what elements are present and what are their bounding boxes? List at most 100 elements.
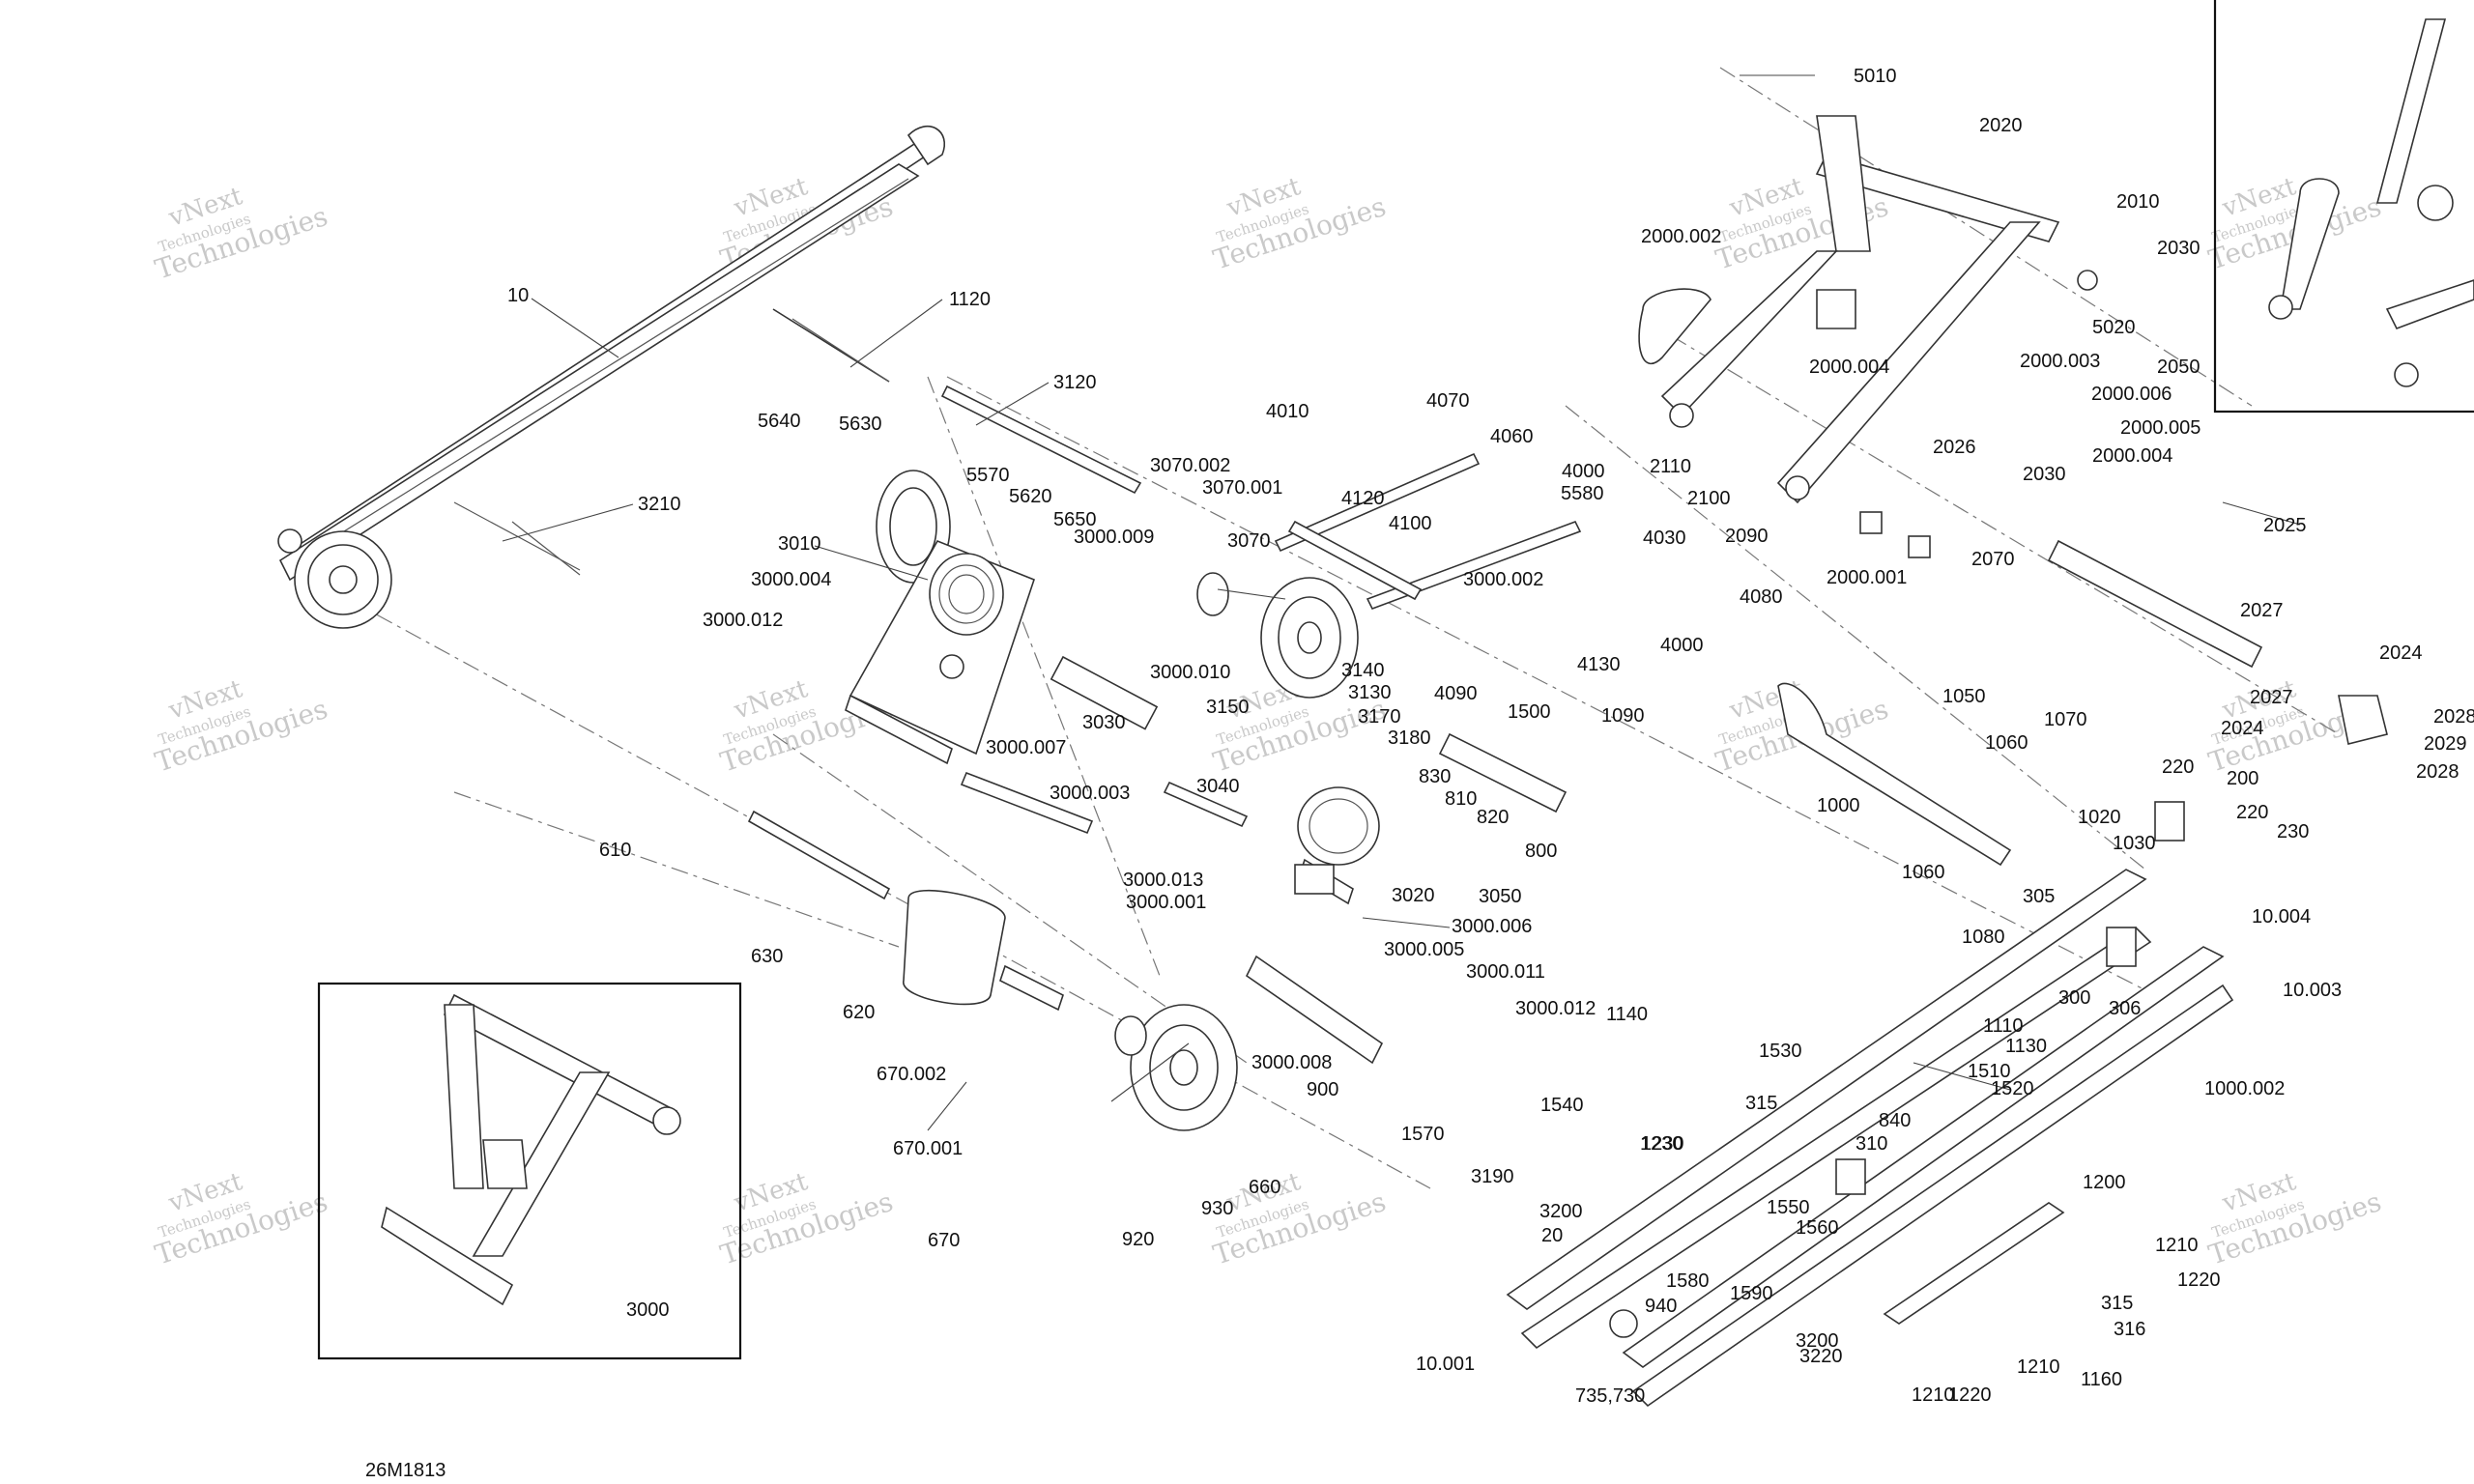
callout-label: 2028 [2433, 706, 2474, 728]
callout-label: 2000.003 [2020, 351, 2100, 372]
watermark: vNext Technologies Technologies [151, 182, 331, 286]
callout-label: 630 [751, 946, 783, 967]
callout-label: 2000.005 [2120, 417, 2201, 439]
wheels [876, 470, 1359, 1131]
callout-label: 1130 [2005, 1036, 2047, 1057]
watermark: vNext Technologies Technologies [716, 172, 896, 276]
callout-label: 670.002 [877, 1064, 946, 1085]
callout-label: 1140 [1606, 1004, 1648, 1025]
callout-label: 2090 [1725, 526, 1769, 547]
callout-label: 3050 [1479, 886, 1522, 907]
watermark: vNext Technologies Technologies [151, 1167, 331, 1271]
callout-label: 2100 [1687, 488, 1731, 509]
callout-label: 4000 [1562, 461, 1605, 482]
callout-label: 1000 [1817, 795, 1860, 816]
callout-label: 900 [1307, 1079, 1338, 1100]
callout-label: 3070 [1227, 530, 1271, 552]
callout-label: 3000.006 [1452, 916, 1532, 937]
callout-label: 1550 [1767, 1197, 1810, 1218]
callout-label: 315 [2101, 1293, 2133, 1314]
callout-label: 4080 [1740, 586, 1783, 608]
callout-label: 3000.007 [986, 737, 1066, 758]
callout-label: 220 [2236, 802, 2268, 823]
callout-label: 1220 [2177, 1270, 2221, 1291]
callout-label: 3210 [638, 494, 681, 515]
watermark: vNext Technologies Technologies [151, 674, 331, 779]
rear-frame-assembly [1638, 115, 2098, 504]
callout-label: 4090 [1434, 683, 1478, 704]
callout-label: 3000.009 [1074, 527, 1154, 548]
callout-label: 315 [1745, 1093, 1777, 1114]
callout-label: 3000.004 [751, 569, 831, 590]
callout-label: 3020 [1392, 885, 1435, 906]
callout-label: 1530 [1759, 1041, 1802, 1062]
callout-label: 2024 [2379, 642, 2423, 664]
callout-label: 1060 [1985, 732, 2028, 754]
callout-label: 3150 [1206, 697, 1250, 718]
callout-label: 3070.002 [1150, 455, 1230, 476]
callout-label: 3040 [1196, 776, 1240, 797]
callout-labels: 10 1120 3120 3210 3010 3000.004 3000.012… [507, 66, 2474, 1407]
callout-label: 3000.010 [1150, 662, 1230, 683]
callout-label: 4120 [1341, 488, 1385, 509]
callout-label: 1580 [1666, 1270, 1710, 1292]
callout-label: 810 [1445, 788, 1477, 810]
callout-label: 200 [2227, 768, 2258, 789]
callout-label: 2024 [2221, 718, 2264, 739]
callout-label: 610 [599, 840, 631, 861]
callout-label: 820 [1477, 807, 1509, 828]
callout-label: 1220 [1948, 1384, 1992, 1406]
callout-label: 1500 [1508, 701, 1551, 723]
callout-label: 3000.003 [1050, 783, 1130, 804]
callout-label: 2000.004 [2092, 445, 2172, 467]
callout-label: 10 [507, 285, 529, 306]
callout-label: 3070.001 [1202, 477, 1282, 499]
callout-label: 230 [2277, 821, 2309, 842]
callout-label: 1080 [1962, 927, 2005, 948]
callout-label: 1230 [1640, 1133, 1683, 1155]
callout-label: 10.004 [2252, 906, 2311, 928]
callout-label: 2000.006 [2091, 384, 2172, 405]
callout-label: 1000.002 [2204, 1078, 2285, 1099]
callout-label: 2026 [1933, 437, 1976, 458]
callout-label: 5620 [1009, 486, 1052, 507]
callout-label: 1020 [2078, 807, 2121, 828]
callout-label: 2027 [2240, 600, 2284, 621]
callout-label: 1510 [1968, 1061, 2011, 1082]
callout-label: 3180 [1388, 728, 1431, 749]
callout-label: 830 [1419, 766, 1451, 787]
right-shaft-assembly [1859, 511, 2388, 745]
callout-label: 4000 [1660, 635, 1704, 656]
detail-inset-rear-arm [317, 982, 742, 1360]
watermark: vNext Technologies Technologies [1209, 172, 1389, 276]
callout-label: 1160 [2081, 1369, 2122, 1390]
callout-label: 3000.011 [1466, 961, 1545, 983]
callout-label: 930 [1201, 1198, 1233, 1219]
callout-label: 4130 [1577, 654, 1621, 675]
callout-label: 800 [1525, 841, 1557, 862]
callout-label: 840 [1879, 1110, 1911, 1131]
callout-label: 3140 [1341, 660, 1385, 681]
callout-label: 5580 [1561, 483, 1604, 504]
callout-label: 310 [1856, 1133, 1887, 1155]
callout-label: 4060 [1490, 426, 1534, 447]
rods [511, 308, 1142, 576]
drawing-number: 26M1813 [365, 1460, 446, 1481]
callout-label: 920 [1122, 1229, 1154, 1250]
left-rail-assembly [277, 125, 945, 629]
callout-label: 3130 [1348, 682, 1392, 703]
leader-lines [502, 74, 2301, 1131]
callout-label: 1050 [1942, 686, 1986, 707]
callout-label: 2030 [2157, 238, 2201, 259]
callout-label: 3200 [1796, 1330, 1839, 1352]
callout-label: 1570 [1401, 1124, 1445, 1145]
callout-label: 2110 [1650, 456, 1691, 477]
callout-label: 1200 [2083, 1172, 2126, 1193]
callout-label: 4030 [1643, 528, 1686, 549]
callout-label: 1070 [2044, 709, 2087, 730]
rear-spring-assembly [747, 452, 1582, 1065]
callout-label: 940 [1645, 1296, 1677, 1317]
callout-label: 2070 [1971, 549, 2015, 570]
callout-label: 1210 [1912, 1384, 1955, 1406]
